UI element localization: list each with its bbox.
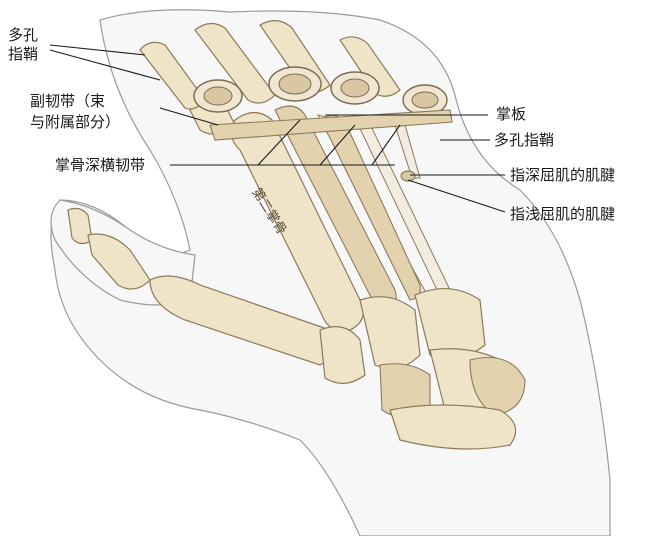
leader-fds-superficial [408,180,505,212]
label-collateral-ligament-line2: 与附属部分） [30,113,120,131]
label-multi-sheath-top-line1: 多孔 [8,26,38,44]
leader-deep-transverse-b [258,120,300,165]
label-collateral-ligament-line1: 副韧带（束 [30,92,105,110]
leader-collateral-ligament [160,108,218,125]
label-fds-tendon-deep: 指深屈肌的肌腱 [510,166,615,184]
label-palmar-plate: 掌板 [496,105,526,123]
leader-deep-transverse-c [320,125,355,165]
leader-deep-transverse-d [372,125,400,165]
label-deep-transverse-ligament: 掌骨深横韧带 [55,156,145,174]
label-fds-tendon-superficial: 指浅屈肌的肌腱 [510,205,615,223]
label-multi-sheath-right: 多孔指鞘 [494,131,554,149]
label-multi-sheath-top-line2: 指鞘 [8,45,38,63]
